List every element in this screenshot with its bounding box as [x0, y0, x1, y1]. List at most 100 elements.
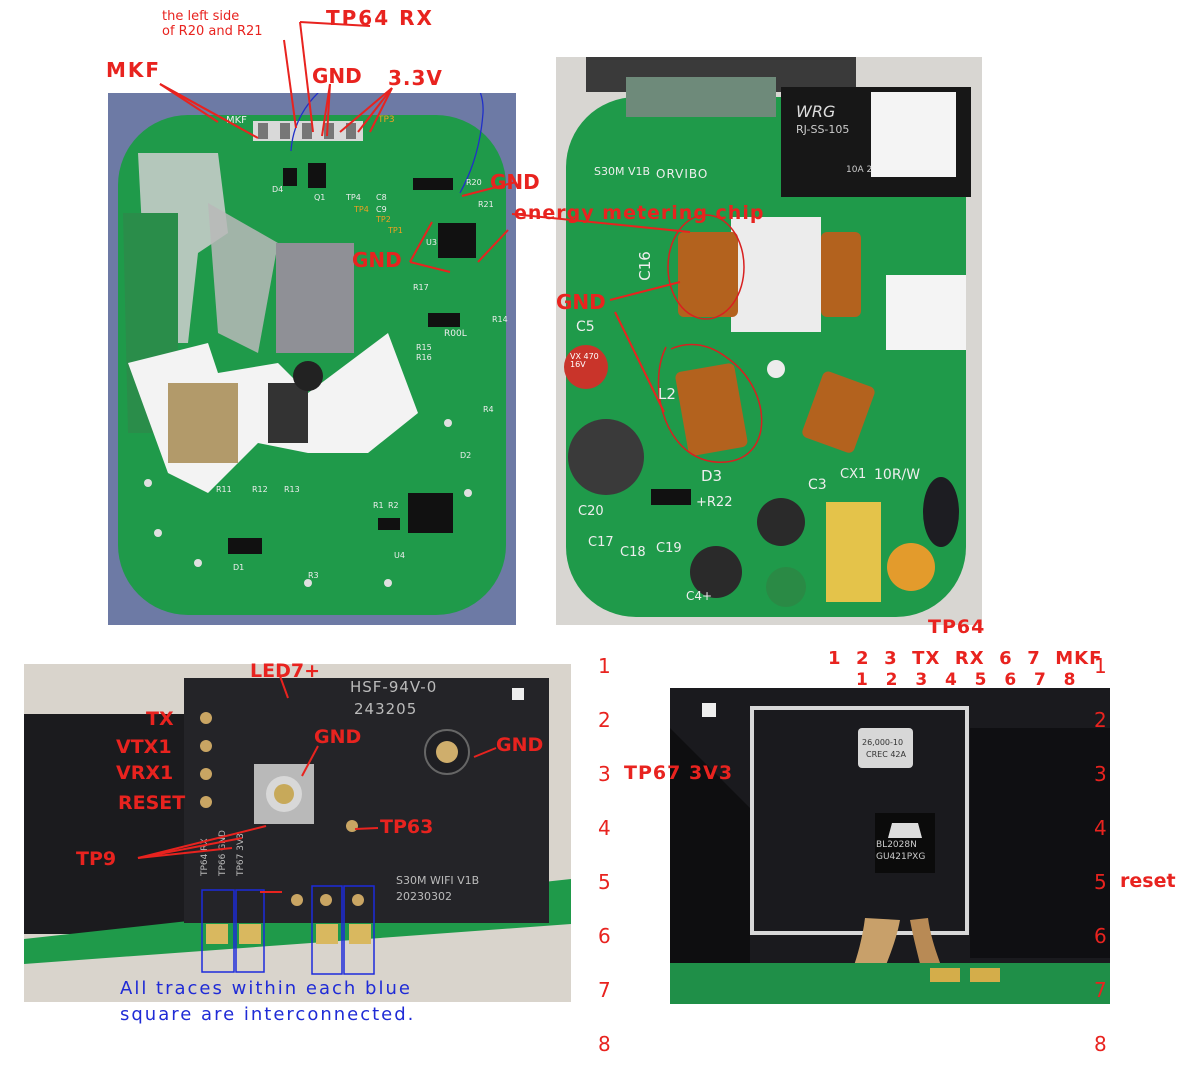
relay-brand: WRG: [796, 102, 836, 121]
silk-tp2: TP2: [376, 215, 391, 224]
label-gnd-mid: GND: [352, 248, 402, 272]
wifi-module-photo: HSF-94V-0 243205 S30M WIFI V1B 20230302 …: [24, 664, 571, 1002]
chip-closeup-graphic: [670, 688, 1110, 1004]
cap-label: VX 470 16V: [570, 352, 599, 369]
label-tp67-3v3: TP67 3V3: [624, 762, 734, 784]
silk-u4: U4: [394, 551, 405, 560]
label-gnd-a: GND: [314, 726, 362, 748]
pcb-top-graphic: [564, 57, 971, 617]
right-number-2: 2: [1094, 708, 1107, 732]
relay-model: RJ-SS-105: [796, 123, 850, 136]
silk-d1: D1: [233, 563, 245, 572]
silk-c3: C3: [808, 477, 827, 493]
silk-mkf: MKF: [226, 115, 247, 126]
label-pin-row-top: 1 2 3 TX RX 6 7 MKF: [828, 648, 1103, 669]
silk-date: 20230302: [396, 890, 452, 903]
silk-tp4-b: TP4: [354, 205, 369, 214]
label-vrx1: VRX1: [116, 762, 174, 784]
chip-text-2: GU421PXG: [876, 852, 926, 862]
silk-r12: R12: [252, 485, 268, 494]
left-number-8: 8: [598, 1032, 611, 1056]
silk-c5: C5: [576, 319, 595, 335]
silk-r1: R1: [373, 501, 384, 510]
label-tp64: TP64: [928, 616, 986, 638]
right-number-7: 7: [1094, 978, 1107, 1002]
silk-r4: R4: [483, 405, 494, 414]
silk-hsf: HSF-94V-0: [350, 678, 438, 696]
silk-c4: C4+: [686, 589, 713, 603]
label-tx: TX: [146, 708, 174, 730]
label-pin-row-bottom: 1 2 3 4 5 6 7 8: [856, 670, 1078, 690]
silk-l2: L2: [658, 385, 676, 403]
silk-pin-3: TP67 3V3: [236, 833, 246, 876]
silk-d4: D4: [272, 185, 284, 194]
label-led7: LED7+: [250, 660, 320, 682]
left-number-5: 5: [598, 870, 611, 894]
silk-r21: R21: [478, 200, 494, 209]
silk-r17: R17: [413, 283, 429, 292]
silk-r00: R00L: [444, 329, 467, 339]
right-number-6: 6: [1094, 924, 1107, 948]
left-number-7: 7: [598, 978, 611, 1002]
left-number-4: 4: [598, 816, 611, 840]
silk-tp4-a: TP4: [346, 193, 361, 202]
silk-r2: R2: [388, 501, 399, 510]
wifi-module-graphic: [24, 678, 571, 975]
silk-d2: D2: [460, 451, 472, 460]
label-3v3: 3.3V: [388, 66, 443, 90]
left-number-3: 3: [598, 762, 611, 786]
silk-r15: R15: [416, 343, 432, 352]
pcb-photo-top-side: S30M V1B ORVIBO WRG RJ-SS-105 10A 2 C16 …: [556, 57, 982, 625]
silk-board: S30M WIFI V1B: [396, 874, 480, 887]
label-left-side-r20-r21: the left side of R20 and R21: [162, 9, 263, 39]
label-vtx1: VTX1: [116, 736, 172, 758]
left-number-2: 2: [598, 708, 611, 732]
right-number-3: 3: [1094, 762, 1107, 786]
right-number-1: 1: [1094, 654, 1107, 678]
pcb-photo-bottom-side: MKF TP3 R20 R21 C8 C9 TP4 TP4 TP2 TP1 U3…: [108, 93, 516, 625]
label-gnd-right: GND: [490, 170, 540, 194]
silk-r22: +R22: [696, 495, 733, 510]
label-gnd-b: GND: [496, 734, 544, 756]
relay-rating: 10A 2: [846, 165, 873, 175]
silk-model: S30M V1B: [594, 165, 651, 178]
silk-c17: C17: [588, 535, 614, 550]
label-tp64-rx: TP64 RX: [326, 6, 434, 30]
silk-r11: R11: [216, 485, 232, 494]
silk-r3: R3: [308, 571, 319, 580]
silk-r16: R16: [416, 353, 432, 362]
right-number-5: 5: [1094, 870, 1107, 894]
silk-tp1: TP1: [388, 226, 403, 235]
silk-r14: R14: [492, 315, 508, 324]
silk-pin-1: TP64 RX: [200, 838, 210, 876]
silk-r13: R13: [284, 485, 300, 494]
left-number-6: 6: [598, 924, 611, 948]
silk-brand: ORVIBO: [656, 167, 709, 181]
label-reset-right: reset: [1120, 870, 1176, 892]
silk-cx1: CX1: [840, 467, 867, 482]
label-tp63: TP63: [380, 816, 434, 838]
chip-closeup-photo: 26,000-10 CREC 42A BL2028N GU421PXG: [670, 688, 1110, 1004]
silk-c16: C16: [635, 251, 654, 281]
silk-c19: C19: [656, 541, 682, 556]
silk-code: 243205: [354, 700, 418, 718]
silk-c20: C20: [578, 504, 604, 519]
right-number-4: 4: [1094, 816, 1107, 840]
label-gnd-top: GND: [312, 64, 362, 88]
right-number-8: 8: [1094, 1032, 1107, 1056]
silk-tp3: TP3: [378, 115, 395, 125]
silk-pin-2: TP66 GND: [218, 830, 228, 876]
note-line-2: square are interconnected.: [120, 1004, 416, 1025]
label-energy-metering-chip: energy metering chip: [514, 202, 765, 224]
crystal-text-1: 26,000-10: [862, 738, 904, 747]
chip-text-1: BL2028N: [876, 840, 917, 850]
silk-d3: D3: [701, 467, 723, 485]
label-gnd-panel2: GND: [556, 290, 606, 314]
silk-q1: Q1: [314, 193, 326, 202]
note-line-1: All traces within each blue: [120, 978, 412, 999]
label-reset: RESET: [118, 792, 186, 814]
silk-r20: R20: [466, 178, 482, 187]
silk-u3: U3: [426, 238, 437, 247]
left-number-1: 1: [598, 654, 611, 678]
crystal-text-2: CREC 42A: [866, 750, 906, 759]
